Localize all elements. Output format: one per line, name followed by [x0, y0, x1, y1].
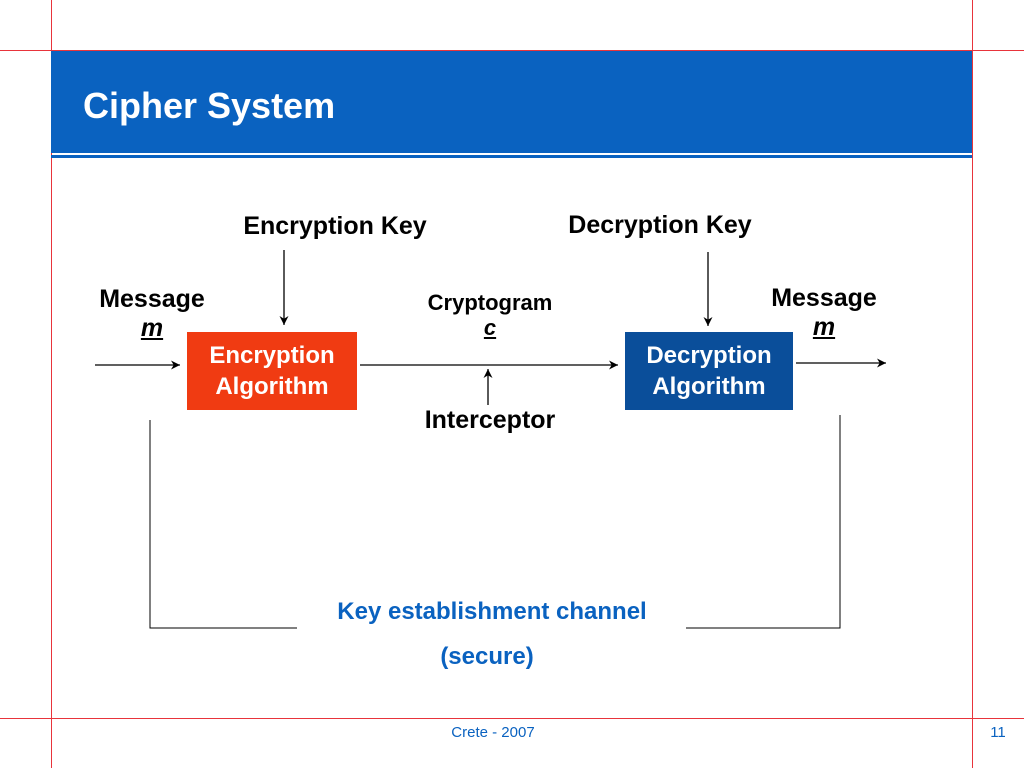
guide-line-bottom: [0, 718, 1024, 719]
decryption-box-line2: Algorithm: [652, 373, 766, 400]
key-channel-label: Key establishment channel: [337, 598, 647, 625]
encryption-algorithm-box: Encryption Algorithm: [187, 332, 357, 410]
title-underline: [51, 155, 972, 158]
decryption-algorithm-box: Decryption Algorithm: [625, 332, 793, 410]
interceptor-label: Interceptor: [424, 406, 556, 434]
decryption-box-line1: Decryption: [646, 341, 772, 369]
key-channel-note: (secure): [440, 643, 534, 670]
key-channel-lines: [149, 415, 841, 629]
input-message-var: m: [140, 313, 164, 342]
cryptogram-var: c: [483, 315, 497, 341]
guide-line-right: [972, 0, 973, 768]
output-message-var: m: [812, 312, 836, 341]
title-bar: [51, 51, 972, 153]
decryption-key-label: Decryption Key: [568, 211, 752, 239]
slide-title: Cipher System: [83, 85, 336, 126]
encryption-key-label: Encryption Key: [243, 212, 427, 240]
channel-line-left: [149, 420, 297, 629]
input-message-label: Message m: [82, 285, 222, 343]
guide-line-top: [0, 50, 1024, 51]
input-message-text: Message: [99, 285, 205, 313]
encryption-box-line2: Algorithm: [215, 373, 329, 400]
channel-line-right: [686, 415, 841, 629]
guide-line-left: [51, 0, 52, 768]
encryption-box-line1: Encryption: [209, 341, 335, 369]
page-number: 11: [990, 724, 1006, 741]
output-message-label: Message m: [754, 284, 894, 342]
output-message-text: Message: [771, 284, 877, 312]
cryptogram-label: Cryptogram c: [400, 290, 580, 341]
footer-center-text: Crete - 2007: [451, 724, 535, 741]
cryptogram-text: Cryptogram: [427, 290, 553, 315]
